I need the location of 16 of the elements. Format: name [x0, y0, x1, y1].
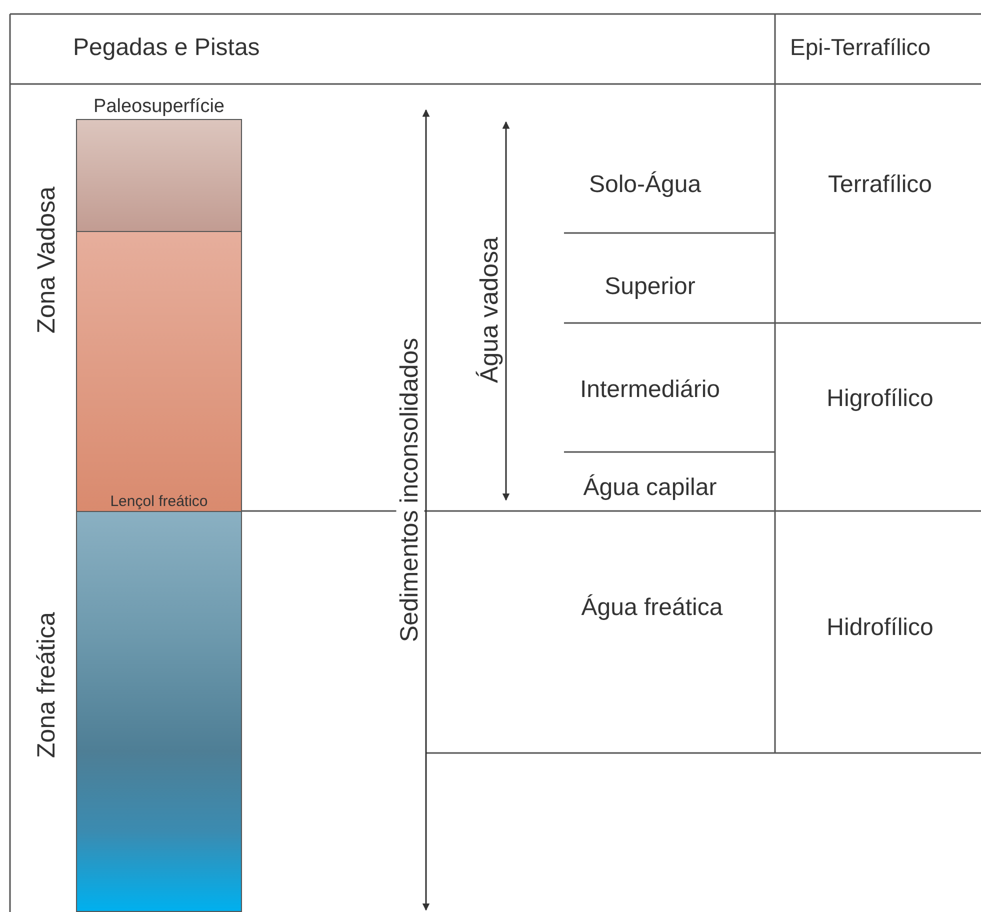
phreatic-band	[76, 511, 242, 912]
vadose-band	[76, 231, 242, 512]
layer-label: Intermediário	[580, 376, 720, 404]
water-table-label: Lençol freático	[110, 493, 208, 510]
category-label: Hidrofílico	[826, 614, 934, 642]
category-label: Higrofílico	[826, 386, 934, 412]
surface-label: Paleosuperfície	[94, 96, 224, 118]
range-label: Água vadosa	[476, 237, 504, 383]
header-title: Epi-Terrafílico	[790, 35, 931, 60]
layer-label: Água capilar	[583, 474, 717, 502]
range-label: Sedimentos inconsolidados	[396, 338, 424, 642]
category-label: Terrafílico	[828, 172, 932, 198]
layer-label: Superior	[604, 274, 696, 300]
header-title: Pegadas e Pistas	[73, 35, 260, 62]
layer-label: Água freática	[581, 594, 723, 622]
layer-label: Solo-Água	[588, 172, 702, 198]
